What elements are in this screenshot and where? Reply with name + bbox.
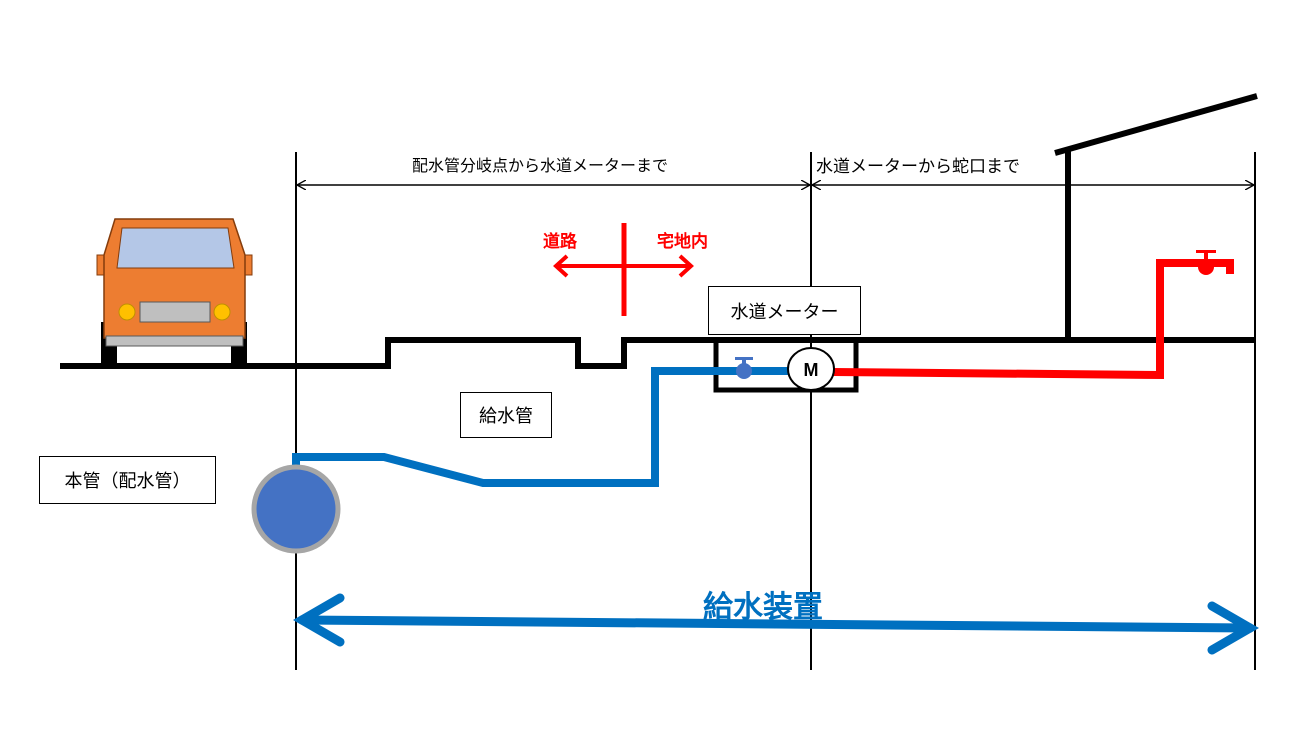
ground-line xyxy=(60,337,1256,369)
faucet-icon xyxy=(1196,250,1216,275)
premises-label: 宅地内 xyxy=(657,232,708,252)
house-icon xyxy=(1054,93,1258,340)
meter-pit xyxy=(713,337,859,393)
span-label-right: 水道メーターから蛇口まで xyxy=(816,157,1020,177)
meter-label-box: 水道メーター xyxy=(708,286,861,335)
main-pipe xyxy=(251,464,341,554)
service-pipe-label-box: 給水管 xyxy=(460,392,552,438)
supply-equipment-label: 給水装置 xyxy=(703,590,823,625)
service-pipe xyxy=(292,367,790,487)
meter-symbol: M xyxy=(804,360,819,380)
span-label-left: 配水管分岐点から水道メーターまで xyxy=(412,156,669,175)
main-pipe-label-box: 本管（配水管） xyxy=(39,456,216,504)
car-icon xyxy=(96,218,253,364)
road-premises-divider xyxy=(553,223,694,316)
supply-equipment-arrow xyxy=(293,593,1259,655)
stop-valve-icon xyxy=(735,357,753,379)
boundary-lines xyxy=(295,152,1256,670)
road-label: 道路 xyxy=(543,232,577,252)
indoor-pipe xyxy=(832,259,1234,380)
water-meter-icon: M xyxy=(787,347,835,391)
